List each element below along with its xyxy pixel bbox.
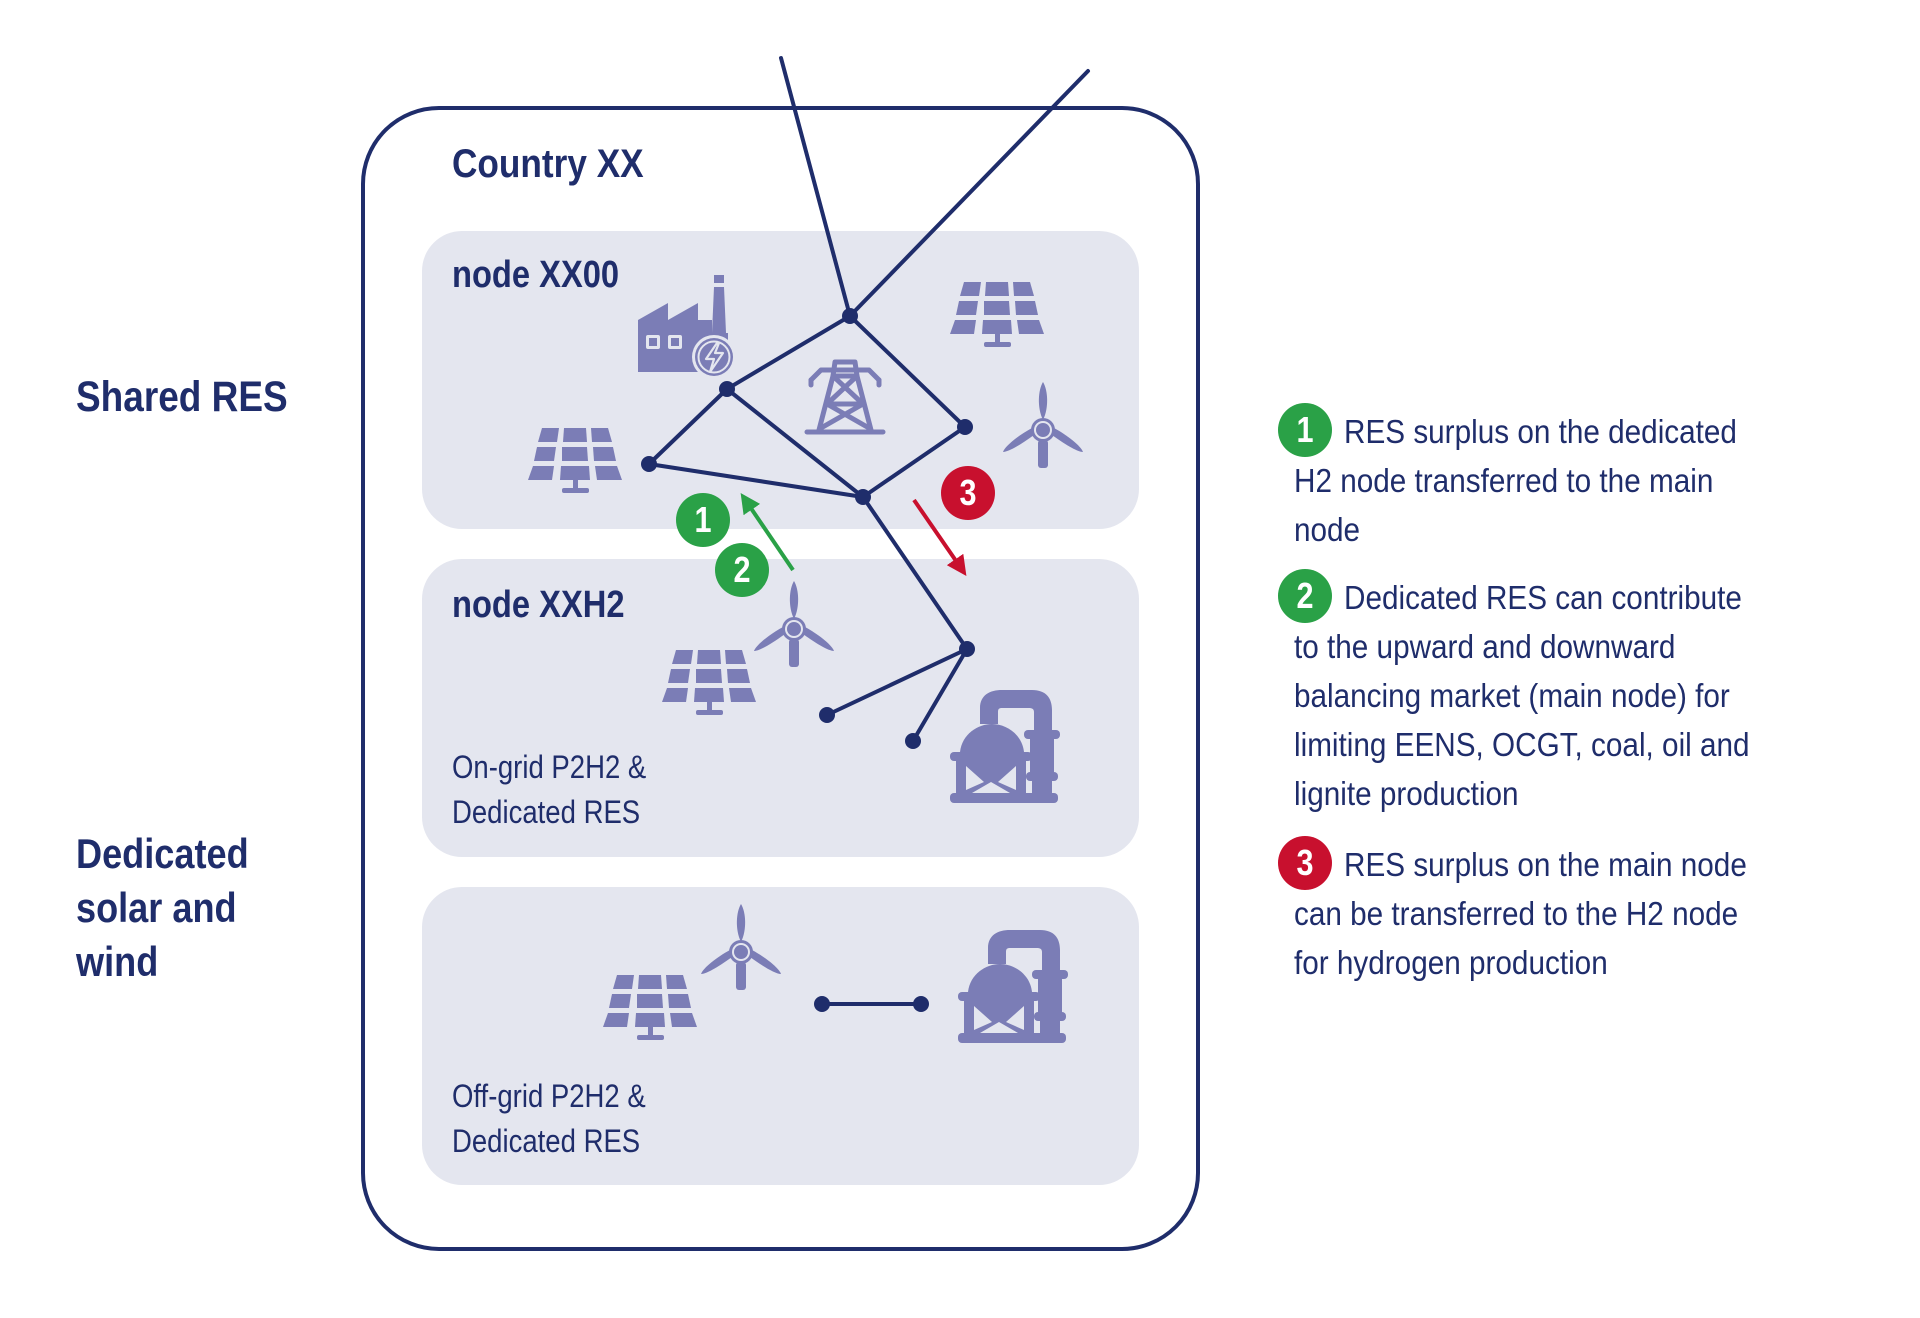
legend-badge-1: 1 bbox=[1278, 403, 1332, 457]
flow-arrow-down-red bbox=[912, 498, 967, 576]
legend-badge-3: 3 bbox=[1278, 836, 1332, 890]
grid-node bbox=[855, 489, 871, 505]
legend-text-line: limiting EENS, OCGT, coal, oil and bbox=[1294, 726, 1750, 763]
flow-arrow-up-green bbox=[740, 493, 795, 572]
grid-node bbox=[957, 419, 973, 435]
dedicated-label-line: Dedicated bbox=[76, 830, 249, 877]
grid-line bbox=[861, 425, 967, 499]
country-title: Country XX bbox=[452, 142, 644, 186]
off-grid-caption: Off-grid P2H2 & Dedicated RES bbox=[452, 1074, 646, 1164]
caption-line: On-grid P2H2 & bbox=[452, 749, 647, 785]
grid-line bbox=[825, 647, 969, 717]
shared-res-label: Shared RES bbox=[76, 373, 288, 421]
node-xx00-title: node XX00 bbox=[452, 254, 620, 296]
legend-text-line: RES surplus on the main node bbox=[1344, 846, 1747, 883]
flow-badge-3: 3 bbox=[941, 466, 995, 520]
grid-line bbox=[861, 495, 969, 651]
grid-node bbox=[913, 996, 929, 1012]
grid-line bbox=[779, 56, 852, 318]
legend-text-line: to the upward and downward bbox=[1294, 628, 1676, 665]
grid-node bbox=[641, 456, 657, 472]
grid-line bbox=[848, 314, 967, 429]
legend-text-line: can be transferred to the H2 node bbox=[1294, 895, 1739, 932]
node-xxh2-title: node XXH2 bbox=[452, 584, 625, 626]
legend-text-line: RES surplus on the dedicated bbox=[1344, 413, 1737, 450]
legend-text-line: Dedicated RES can contribute bbox=[1344, 579, 1742, 616]
dedicated-label-line: solar and bbox=[76, 884, 237, 931]
country-boundary bbox=[361, 106, 1200, 1251]
grid-node bbox=[959, 641, 975, 657]
on-grid-caption: On-grid P2H2 & Dedicated RES bbox=[452, 745, 646, 835]
caption-line: Dedicated RES bbox=[452, 1123, 641, 1159]
grid-line bbox=[647, 462, 865, 499]
legend-badge-2: 2 bbox=[1278, 569, 1332, 623]
legend-text-line: balancing market (main node) for bbox=[1294, 677, 1730, 714]
dedicated-label-line: wind bbox=[76, 938, 159, 985]
grid-line bbox=[848, 69, 1090, 318]
grid-node bbox=[905, 733, 921, 749]
grid-node bbox=[719, 381, 735, 397]
caption-line: Dedicated RES bbox=[452, 794, 641, 830]
caption-line: Off-grid P2H2 & bbox=[452, 1078, 646, 1114]
grid-node bbox=[819, 707, 835, 723]
flow-badge-1: 1 bbox=[676, 493, 730, 547]
flow-badge-2: 2 bbox=[715, 543, 769, 597]
legend-text-line: node bbox=[1294, 511, 1361, 548]
legend-text-line: for hydrogen production bbox=[1294, 944, 1608, 981]
grid-node bbox=[842, 308, 858, 324]
legend-text-line: lignite production bbox=[1294, 775, 1519, 812]
grid-line bbox=[725, 314, 852, 391]
dedicated-solar-wind-label: Dedicated solar and wind bbox=[76, 827, 249, 989]
legend-text-line: H2 node transferred to the main bbox=[1294, 462, 1714, 499]
grid-line bbox=[725, 387, 865, 499]
grid-line bbox=[647, 387, 729, 466]
panel-off-grid bbox=[422, 887, 1139, 1185]
grid-line bbox=[911, 647, 969, 743]
grid-node bbox=[814, 996, 830, 1012]
